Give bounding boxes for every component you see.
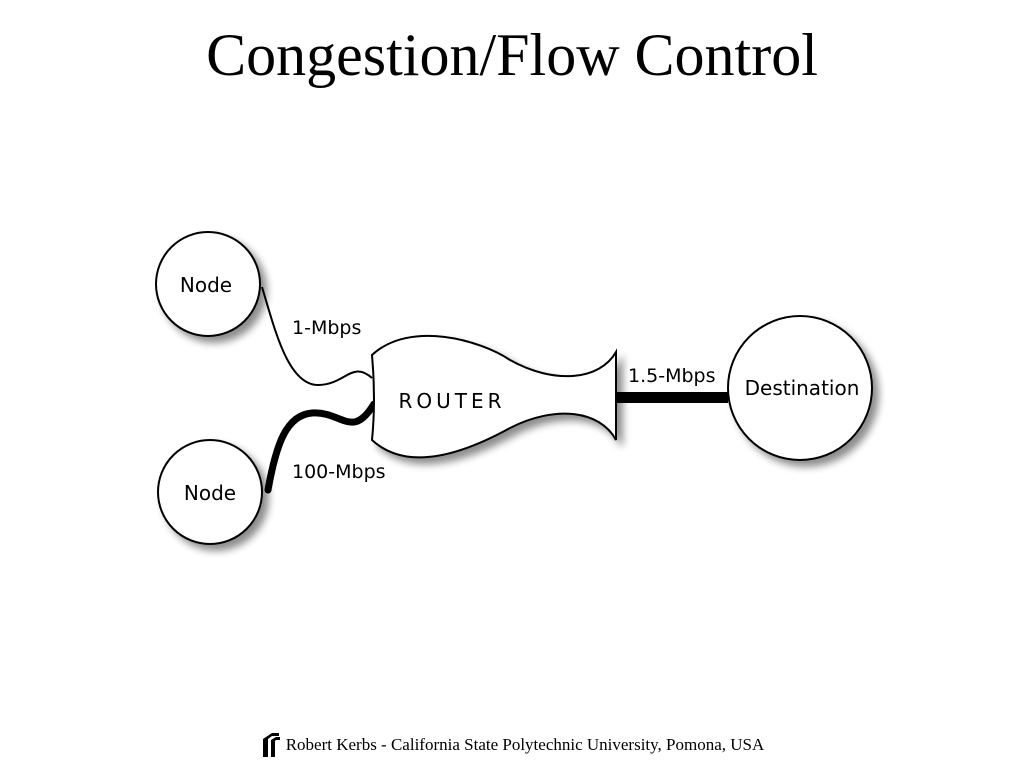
link-1-5mbps-line [616,392,728,403]
link-1-5mbps-label: 1.5-Mbps [628,365,716,387]
router [370,334,617,459]
node-bottom-label: Node [184,481,236,505]
node-top-label: Node [180,273,232,297]
link-1mbps-label: 1-Mbps [292,317,361,339]
footer: Robert Kerbs - California State Polytech… [0,730,1024,760]
link-100mbps-line [264,400,378,494]
node-top [155,231,261,337]
node-bottom [157,439,263,545]
university-logo-icon [262,733,280,757]
destination-label: Destination [745,376,860,400]
router-label: ROUTER [398,389,505,413]
link-100mbps-label: 100-Mbps [292,461,386,483]
destination-node [727,315,873,461]
slide-title: Congestion/Flow Control [206,22,818,88]
footer-text: Robert Kerbs - California State Polytech… [285,735,765,754]
link-1mbps-line [261,286,373,387]
